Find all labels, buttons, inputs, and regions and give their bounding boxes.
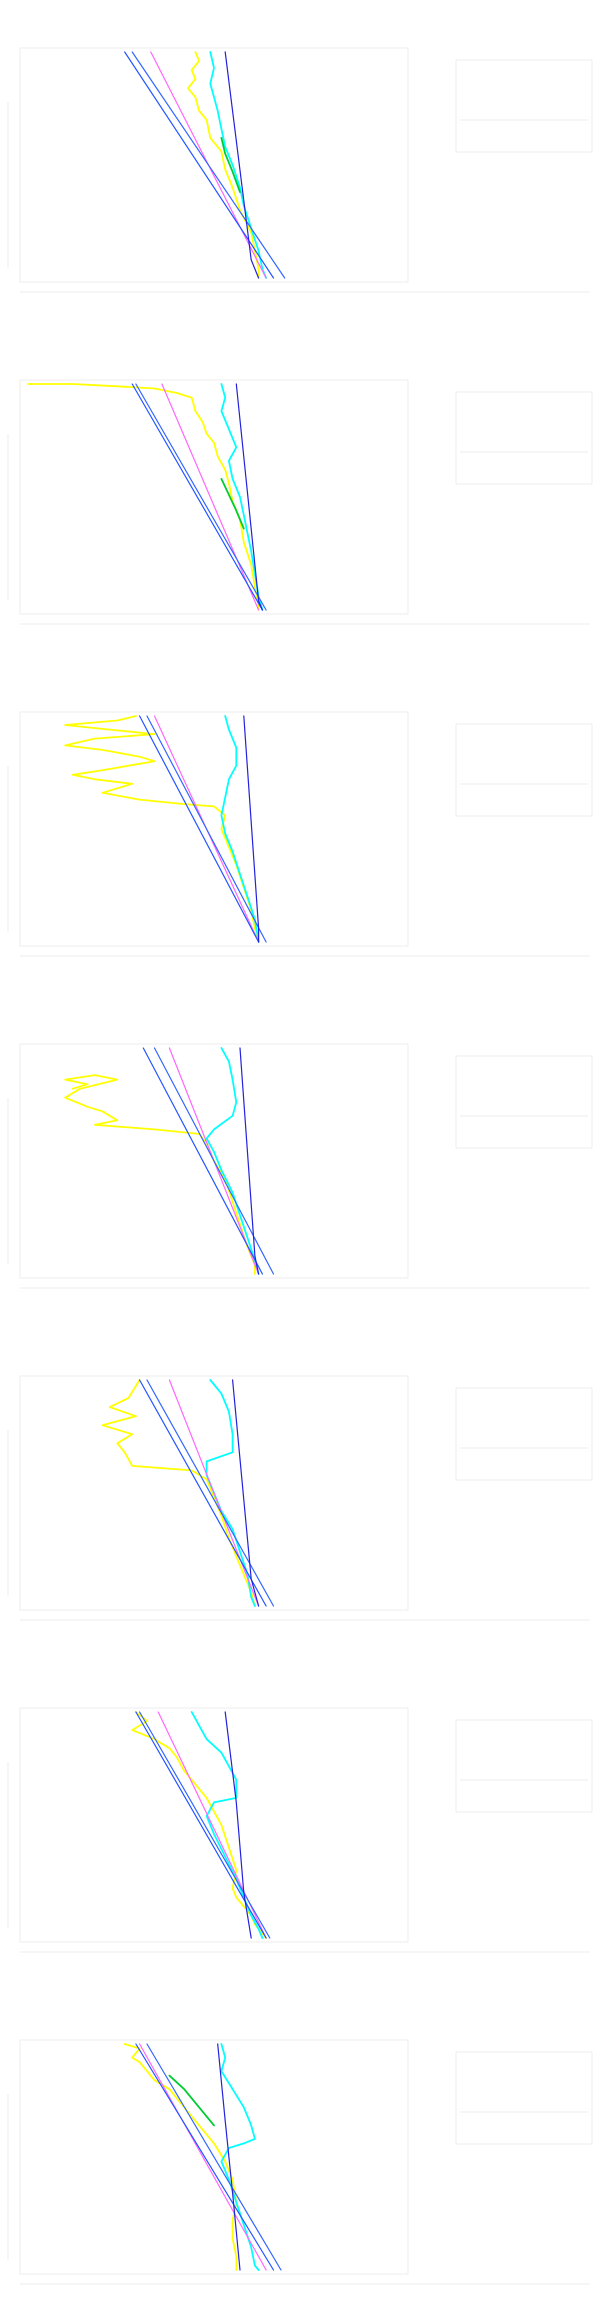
chart-svg-2 (7, 379, 593, 625)
series-line-5 (153, 1047, 275, 1275)
legend-box (455, 723, 593, 817)
series-line-4 (161, 383, 260, 611)
series-line-1 (123, 2043, 238, 2271)
series-line-4 (139, 715, 260, 943)
plot-area (19, 2039, 409, 2275)
series-group (64, 715, 267, 943)
series-line-2 (220, 715, 260, 943)
chart-svg-5 (7, 1375, 593, 1621)
plot-frame (7, 1707, 593, 1953)
chart-panel-2 (0, 332, 600, 664)
series-line-4 (142, 1047, 263, 1275)
chart-panel-4 (0, 996, 600, 1328)
series-line-3 (168, 1379, 260, 1607)
plot-frame (7, 2039, 593, 2285)
plot-area (19, 1707, 409, 1943)
series-line-2 (205, 1047, 260, 1275)
series-line-6 (224, 1711, 252, 1939)
plot-frame (7, 1043, 593, 1289)
plot-frame (7, 711, 593, 957)
series-line-5 (146, 1379, 275, 1607)
series-line-4 (139, 1379, 267, 1607)
series-line-6 (239, 1047, 260, 1275)
series-line-1 (64, 1074, 256, 1275)
series-line-4 (139, 2043, 267, 2271)
series-line-2 (220, 383, 264, 611)
series-line-2 (190, 1711, 264, 1939)
series-line-6 (243, 715, 260, 943)
legend-box (455, 1719, 593, 1813)
chart-svg-4 (7, 1043, 593, 1289)
series-line-2 (209, 51, 267, 279)
legend-box (455, 391, 593, 485)
series-line-1 (27, 383, 260, 611)
series-line-3 (220, 478, 245, 530)
chart-panel-1 (0, 0, 600, 332)
chart-panel-5 (0, 1328, 600, 1660)
series-line-6 (131, 51, 286, 279)
plot-frame (7, 379, 593, 625)
series-line-1 (101, 1379, 256, 1607)
series-line-5 (135, 2043, 275, 2271)
legend-box (455, 59, 593, 153)
series-group (131, 1711, 271, 1939)
series-line-4 (135, 1711, 267, 1939)
series-line-7 (217, 2043, 241, 2271)
plot-area (19, 711, 409, 947)
series-group (123, 2043, 282, 2271)
plot-area (19, 47, 409, 283)
series-line-3 (168, 2074, 215, 2127)
legend-box (455, 1055, 593, 1149)
series-line-5 (146, 715, 267, 943)
chart-svg-1 (7, 47, 593, 293)
chart-svg-6 (7, 1707, 593, 1953)
chart-svg-3 (7, 711, 593, 957)
chart-svg-7 (7, 2039, 593, 2285)
series-group (64, 1047, 275, 1275)
legend-box (455, 1387, 593, 1481)
series-line-6 (135, 383, 267, 611)
plot-area (19, 379, 409, 615)
series-line-5 (124, 51, 275, 279)
series-group (124, 51, 286, 279)
series-line-3 (220, 137, 241, 193)
plot-area (19, 1375, 409, 1611)
series-line-1 (187, 51, 260, 279)
legend-box (455, 2051, 593, 2145)
plot-area (19, 1043, 409, 1279)
series-line-5 (131, 383, 263, 611)
chart-panel-7 (0, 1992, 600, 2324)
series-group (27, 383, 267, 611)
series-group (101, 1379, 275, 1607)
series-line-6 (232, 1379, 260, 1607)
chart-panel-3 (0, 664, 600, 996)
series-line-6 (146, 2043, 282, 2271)
series-line-7 (224, 51, 260, 279)
series-line-7 (235, 383, 263, 611)
series-line-5 (139, 1711, 271, 1939)
chart-panel-6 (0, 1660, 600, 1992)
plot-frame (7, 47, 593, 293)
series-line-1 (64, 715, 260, 943)
plot-frame (7, 1375, 593, 1621)
